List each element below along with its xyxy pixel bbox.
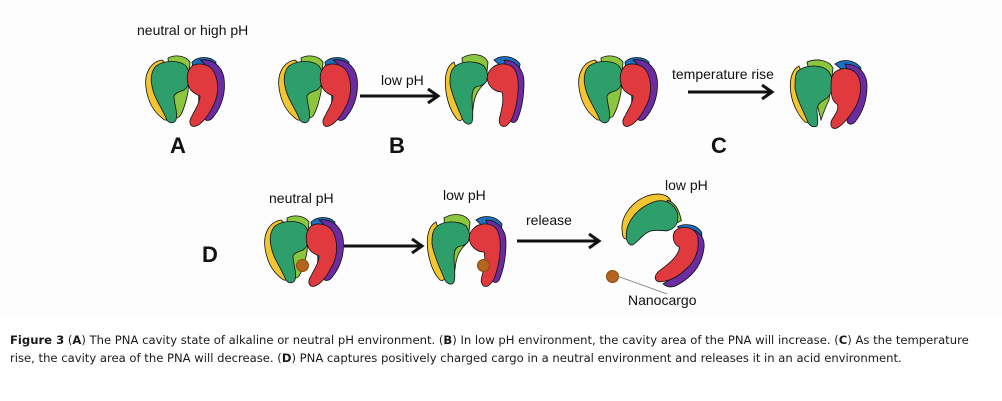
nanocargo-label: Nanocargo bbox=[628, 292, 697, 308]
panel-d-release-label: release bbox=[526, 212, 572, 228]
pna-protein-c-before bbox=[578, 55, 658, 127]
panel-b-letter: B bbox=[389, 133, 405, 158]
arrow-d1 bbox=[344, 237, 425, 255]
caption-tag-b: B bbox=[443, 333, 453, 347]
pna-protein-b-before bbox=[278, 55, 358, 127]
pna-protein-c-after bbox=[789, 59, 868, 129]
panel-d-state2-label: low pH bbox=[443, 187, 486, 203]
arrow-b bbox=[360, 87, 441, 105]
caption-text-c: As the temperature rise, the cavity area… bbox=[10, 333, 969, 365]
arrow-d2 bbox=[517, 232, 602, 250]
caption-text-d: PNA captures positively charged cargo in… bbox=[295, 351, 902, 365]
caption-text-a: The PNA cavity state of alkaline or neut… bbox=[85, 333, 439, 347]
nanocargo-leader-line bbox=[616, 275, 668, 295]
panel-d-state3-label: low pH bbox=[665, 177, 708, 193]
caption-tag-c: C bbox=[838, 333, 848, 347]
panel-d-letter: D bbox=[202, 242, 218, 267]
pna-protein-d-neutral bbox=[264, 215, 344, 287]
nanocargo-d2 bbox=[477, 259, 490, 272]
pna-protein-a bbox=[145, 55, 225, 127]
pna-protein-b-after bbox=[444, 54, 525, 127]
panel-d-state1-label: neutral pH bbox=[269, 190, 334, 206]
pna-protein-d-low-ph bbox=[426, 214, 507, 287]
arrow-c bbox=[688, 83, 775, 101]
panel-a-letter: A bbox=[170, 133, 186, 158]
panel-a-condition-label: neutral or high pH bbox=[137, 22, 249, 38]
caption-tag-a: A bbox=[72, 333, 82, 347]
caption-text-b: In low pH environment, the cavity area o… bbox=[456, 333, 835, 347]
panel-b-arrow-label: low pH bbox=[381, 72, 424, 88]
caption-tag-d: D bbox=[281, 351, 292, 365]
nanocargo-d1 bbox=[296, 259, 309, 272]
panel-c-arrow-label: temperature rise bbox=[672, 66, 774, 82]
caption-figure-number: Figure 3 bbox=[10, 333, 65, 347]
panel-c-letter: C bbox=[711, 133, 727, 158]
figure-caption: Figure 3 (A) The PNA cavity state of alk… bbox=[10, 333, 969, 365]
